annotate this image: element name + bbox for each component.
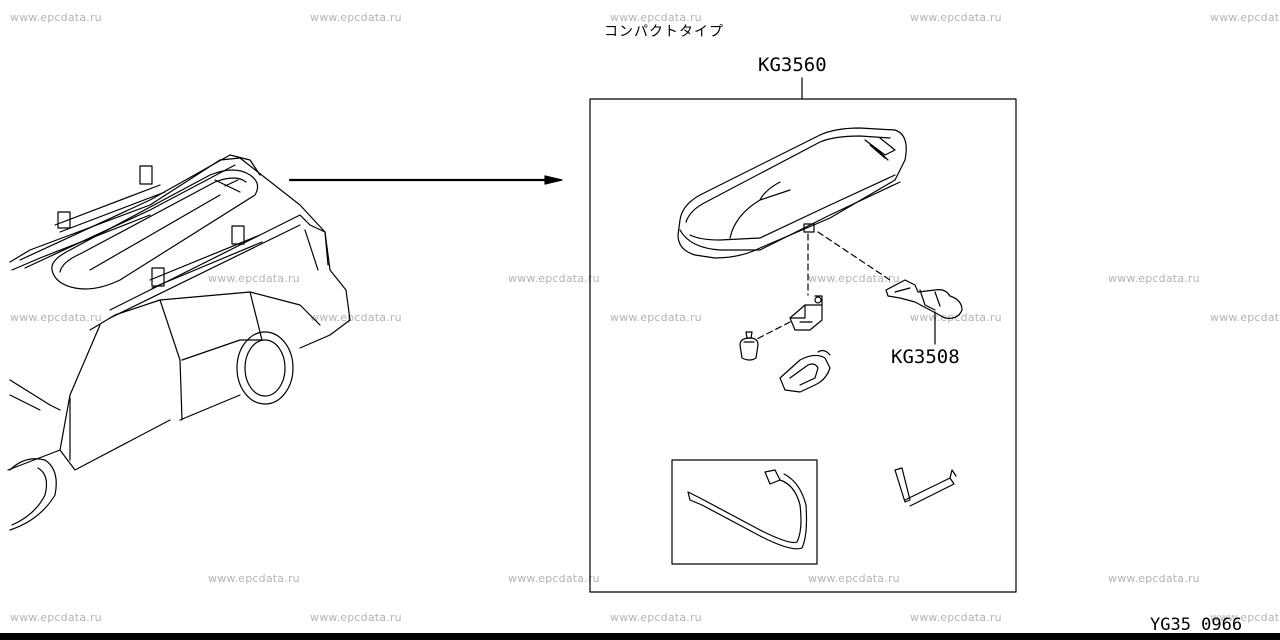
watermark: www.epcdata.ru	[208, 272, 300, 285]
watermark: www.epcdata.ru	[808, 272, 900, 285]
watermark: www.epcdata.ru	[1108, 272, 1200, 285]
watermark: www.epcdata.ru	[1210, 611, 1280, 624]
bottom-border	[0, 633, 1280, 640]
watermark: www.epcdata.ru	[910, 611, 1002, 624]
part-number-kg3508[interactable]: KG3508	[891, 346, 960, 368]
watermark: www.epcdata.ru	[310, 611, 402, 624]
watermark: www.epcdata.ru	[1210, 11, 1280, 24]
watermark: www.epcdata.ru	[10, 311, 102, 324]
watermark: www.epcdata.ru	[1210, 311, 1280, 324]
part-number-kg3560[interactable]: KG3560	[758, 54, 827, 76]
hex-key-drawing	[894, 467, 957, 507]
watermark: www.epcdata.ru	[610, 11, 702, 24]
watermark: www.epcdata.ru	[910, 11, 1002, 24]
watermark: www.epcdata.ru	[1108, 572, 1200, 585]
knob-bolt-drawing	[739, 331, 759, 361]
watermark: www.epcdata.ru	[508, 572, 600, 585]
lock-assembly-drawing	[885, 279, 963, 319]
diagram-code: YG35 0966	[1150, 615, 1243, 635]
strap-inset-frame	[671, 459, 818, 565]
kit-frame	[589, 98, 1017, 593]
strap-drawing	[687, 469, 808, 550]
watermark: www.epcdata.ru	[610, 311, 702, 324]
vehicle-drawing	[7, 154, 351, 531]
watermark: www.epcdata.ru	[808, 572, 900, 585]
watermark: www.epcdata.ru	[10, 611, 102, 624]
diagram-title: コンパクトタイプ	[604, 24, 724, 40]
cargo-box-drawing	[677, 127, 907, 259]
connection-lines	[754, 231, 891, 341]
watermark: www.epcdata.ru	[610, 611, 702, 624]
watermark: www.epcdata.ru	[310, 11, 402, 24]
watermark: www.epcdata.ru	[208, 572, 300, 585]
watermark: www.epcdata.ru	[508, 272, 600, 285]
watermark: www.epcdata.ru	[310, 311, 402, 324]
clamp-drawing	[779, 349, 831, 393]
direction-arrow	[288, 175, 563, 185]
mounting-bracket-drawing	[789, 295, 823, 331]
watermark: www.epcdata.ru	[10, 11, 102, 24]
